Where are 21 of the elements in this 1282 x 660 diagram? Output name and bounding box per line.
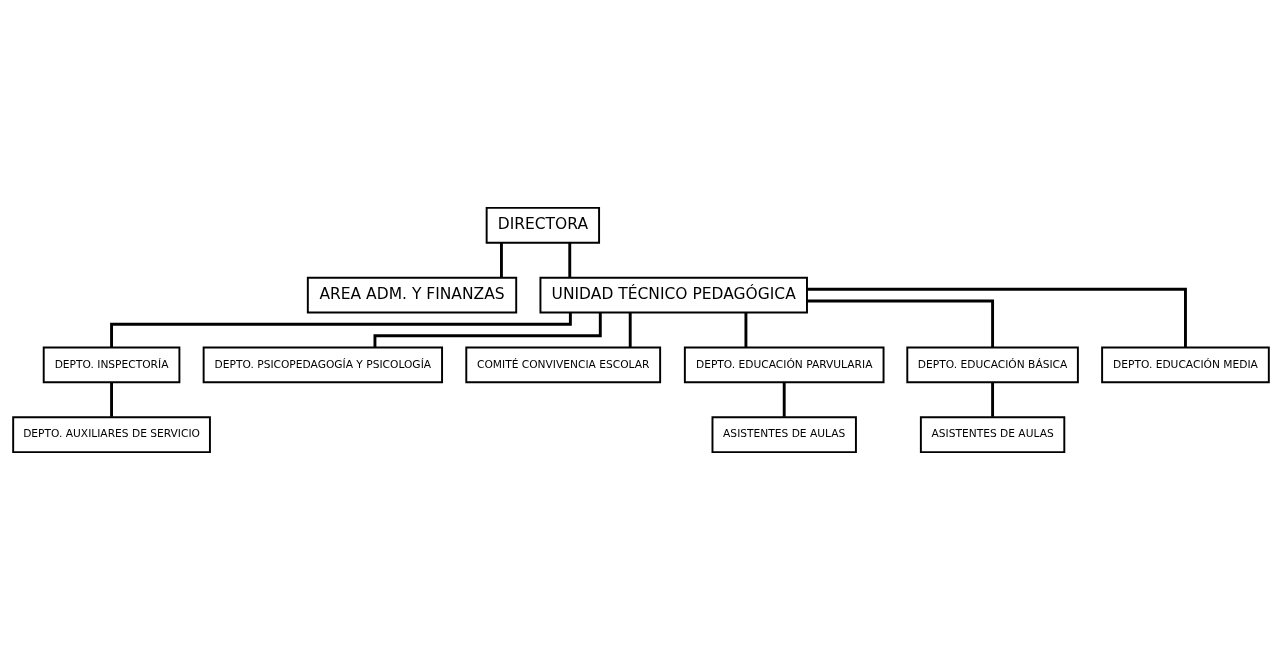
connector [807, 299, 995, 348]
connector [991, 382, 995, 417]
node-box: DIRECTORA [485, 206, 601, 244]
node-box: DEPTO. EDUCACIÓN PARVULARIA [683, 346, 885, 384]
connector [628, 312, 632, 348]
node-box: DEPTO. EDUCACIÓN MEDIA [1101, 346, 1270, 384]
connector [568, 242, 572, 278]
node-box: DEPTO. EDUCACIÓN BÁSICA [906, 346, 1079, 384]
node-box: DEPTO. AUXILIARES DE SERVICIO [12, 416, 211, 454]
node-box: ASISTENTES DE AULAS [919, 416, 1066, 454]
node-box: COMITÉ CONVIVENCIA ESCOLAR [465, 346, 662, 384]
connector [499, 242, 503, 278]
node-box: DEPTO. INSPECTORÍA [42, 346, 181, 384]
connector [744, 312, 748, 348]
node-box: AREA ADM. Y FINANZAS [306, 276, 518, 314]
node-box: ASISTENTES DE AULAS [711, 416, 857, 454]
connector [807, 287, 1187, 348]
connector [782, 382, 786, 417]
connector [110, 382, 113, 417]
node-box: DEPTO. PSICOPEDAGOGÍA Y PSICOLOGÍA [202, 346, 444, 384]
node-box: UNIDAD TÉCNICO PEDAGÓGICA [539, 276, 808, 314]
